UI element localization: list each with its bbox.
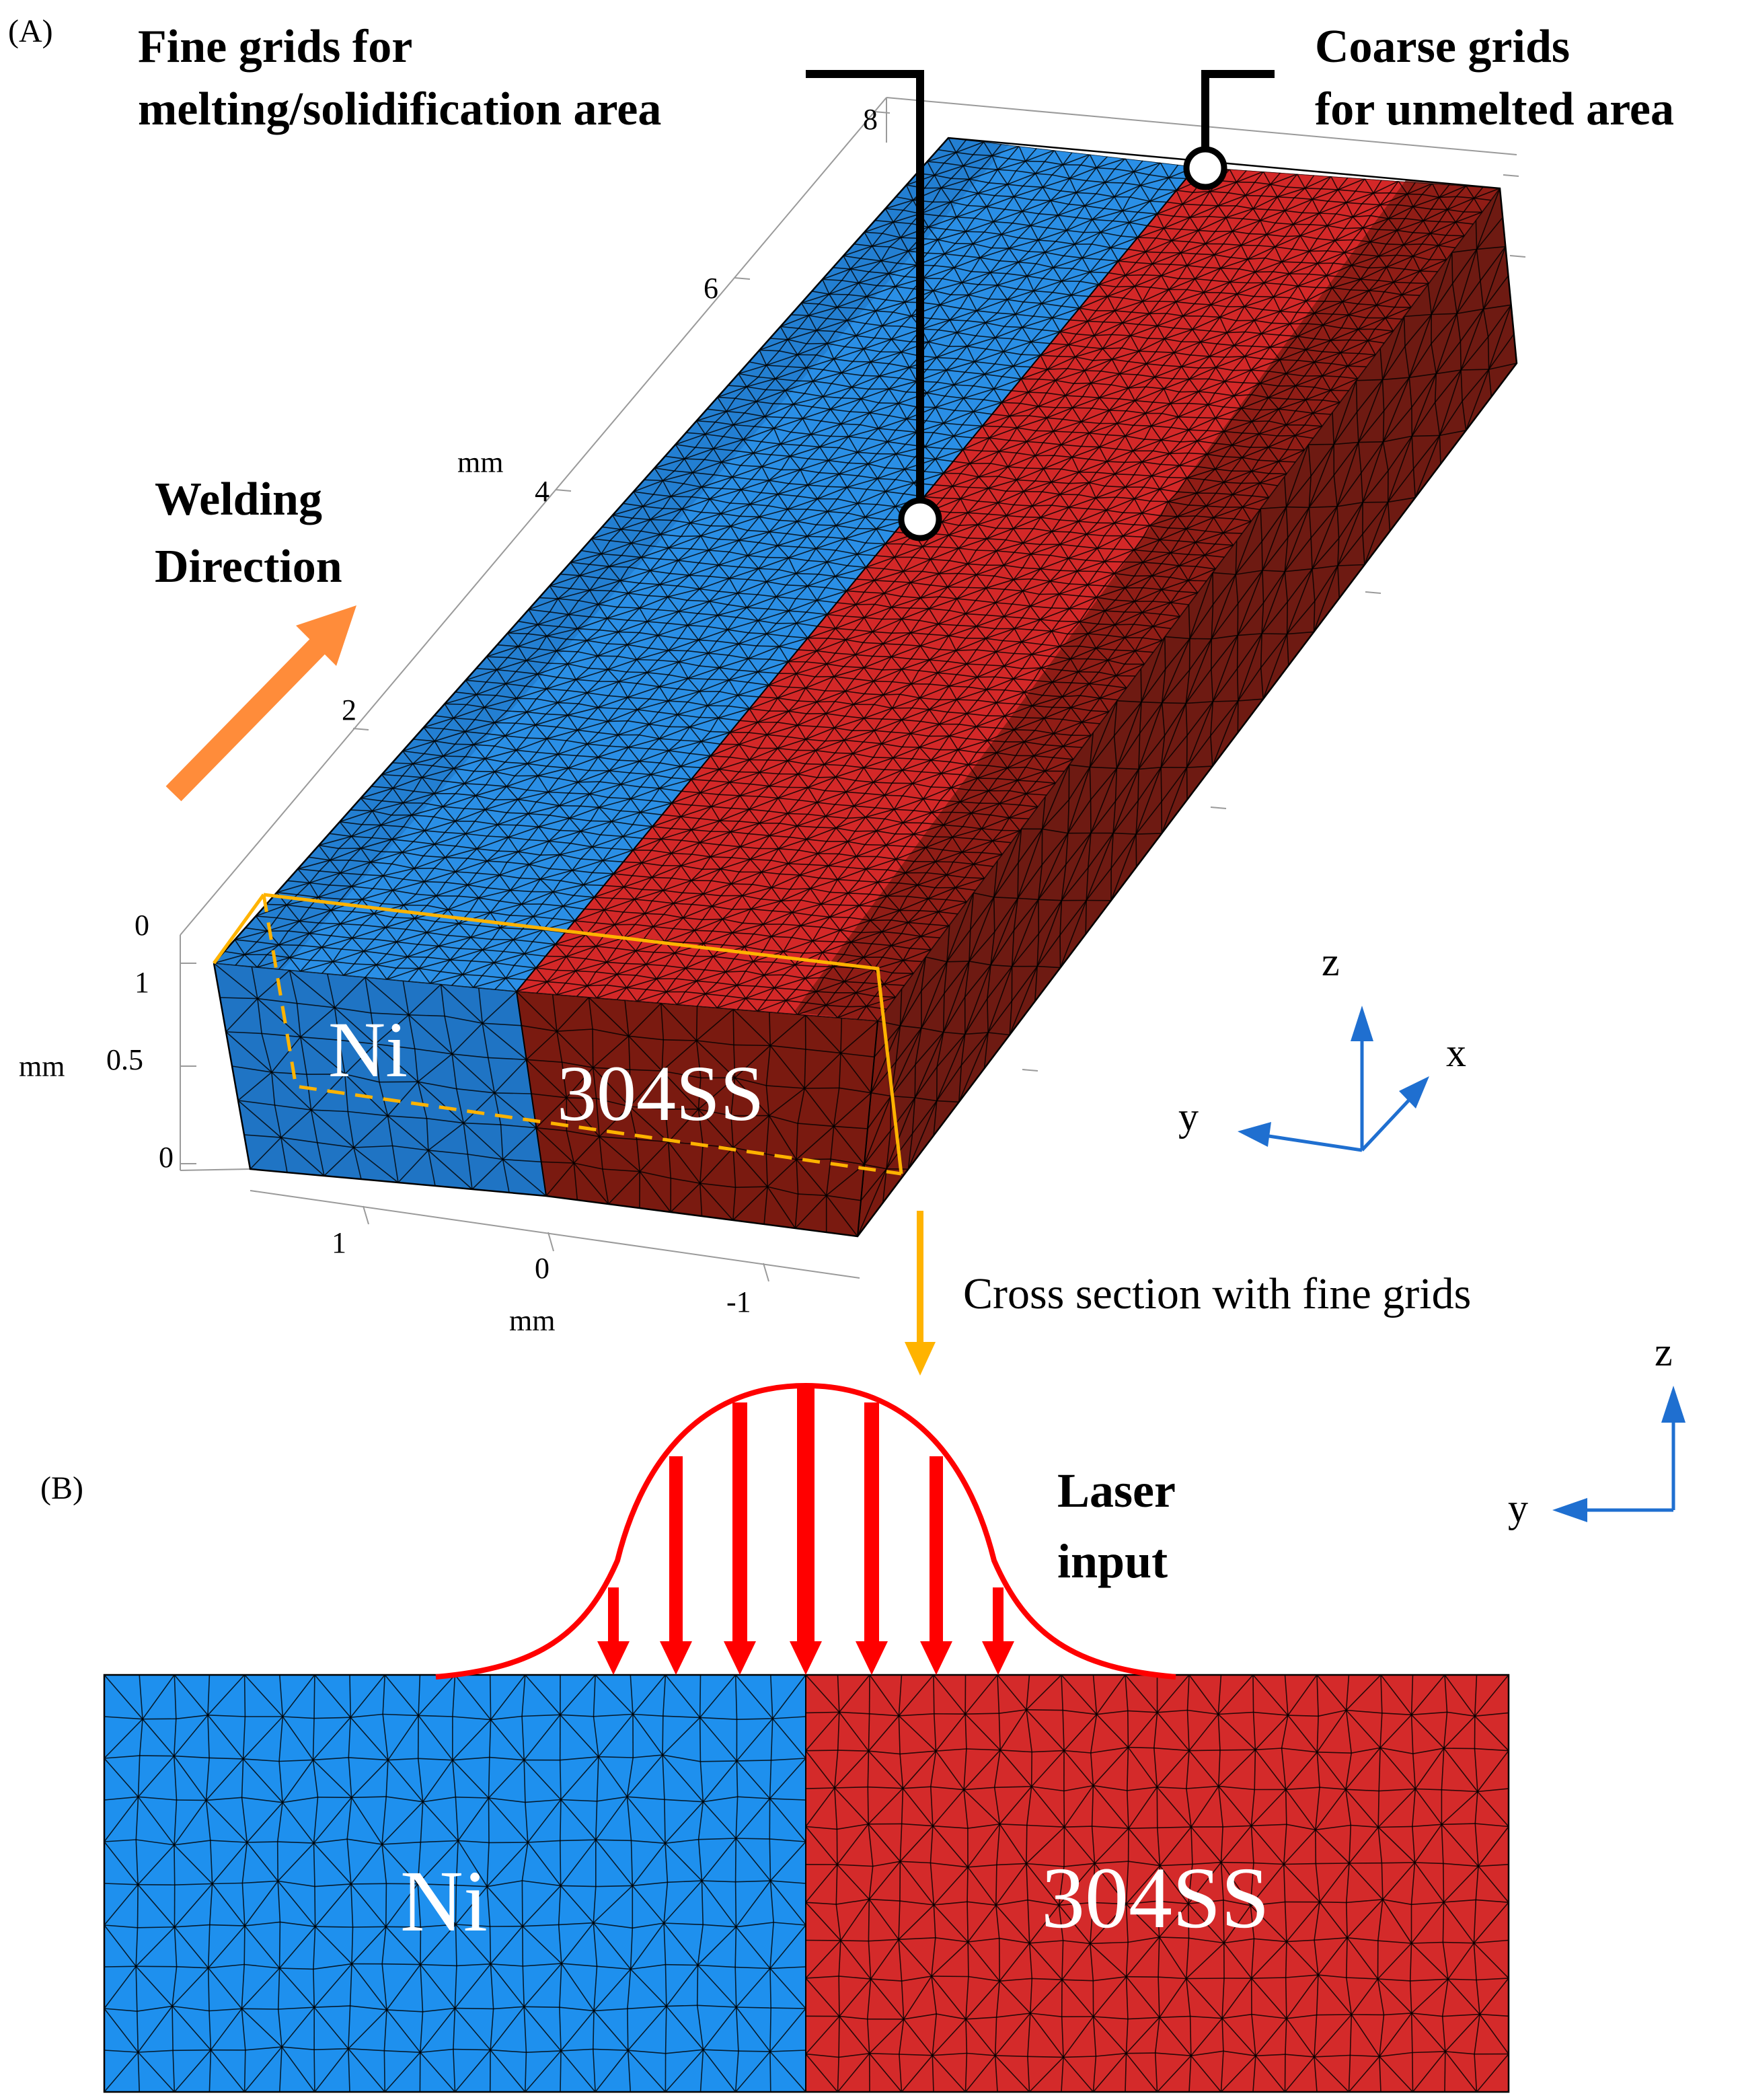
height-tick-0-top: 0	[135, 909, 149, 942]
callout-fine-grids: Fine grids for melting/solidification ar…	[138, 21, 942, 541]
callout-fine-line1: Fine grids for	[138, 21, 412, 73]
height-tick-0.5: 0.5	[106, 1043, 143, 1076]
callout-coarse-line2: for unmelted area	[1315, 83, 1674, 135]
material-label-ni-2d: Ni	[400, 1853, 488, 1950]
laser-input-label-line2: input	[1057, 1534, 1168, 1588]
length-tick-2: 2	[342, 693, 356, 726]
laser-arrow-head	[597, 1641, 630, 1675]
height-axis: 0 1 0.5 0 mm	[19, 909, 174, 1174]
laser-arrow-shaft	[993, 1587, 1003, 1648]
triad-3d-z-label: z	[1322, 940, 1340, 984]
length-axis-unit: mm	[457, 446, 503, 479]
width-axis-unit: mm	[509, 1304, 555, 1337]
triad-2d-z-label: z	[1655, 1330, 1673, 1374]
ss-coarse-band	[794, 180, 1500, 1021]
welding-direction: Welding Direction	[155, 474, 356, 802]
ni-front-face	[214, 963, 546, 1196]
length-tick-6: 6	[704, 272, 718, 305]
mesh-ss-2d	[806, 1675, 1509, 2092]
height-tick-1: 1	[135, 966, 149, 999]
panel-b-label: (B)	[40, 1470, 83, 1506]
length-tick-8: 8	[863, 103, 878, 136]
panel-a: (A)	[8, 13, 1674, 1376]
laser-arrow-shaft	[797, 1387, 815, 1648]
laser-arrow-shaft	[864, 1402, 879, 1648]
laser-arrow-shaft	[608, 1587, 619, 1648]
callout-coarse-line1: Coarse grids	[1315, 21, 1570, 73]
panel-b: (B) Ni 304SS Laser input z y	[40, 1330, 1686, 2093]
length-axis: 2 4 6 8 mm	[342, 103, 878, 726]
laser-arrow-head	[790, 1641, 822, 1675]
callout-fine-line2: melting/solidification area	[138, 83, 661, 135]
laser-arrow-shaft	[732, 1402, 747, 1648]
width-tick-1: 1	[332, 1226, 346, 1259]
laser-arrow-head	[920, 1641, 952, 1675]
triad-3d-x-label: x	[1446, 1030, 1466, 1075]
laser-gaussian-curve	[435, 1382, 1176, 1680]
mesh-ni-2d	[104, 1675, 806, 2092]
ss-top-face	[517, 167, 1500, 1021]
triad-2d-y-label: y	[1508, 1486, 1528, 1530]
welding-direction-arrow-head	[296, 605, 356, 666]
callout-coarse-leader	[1201, 70, 1275, 167]
cross-section-note: Cross section with fine grids	[963, 1269, 1471, 1318]
panel-a-label: (A)	[8, 13, 53, 49]
triad-3d: z x y	[1178, 940, 1466, 1152]
ss-cross-section	[806, 1675, 1509, 2092]
laser-arrow-head	[724, 1641, 756, 1675]
triad-3d-y-label: y	[1178, 1094, 1199, 1139]
callout-fine-leader	[806, 70, 924, 518]
height-tick-0-bottom: 0	[159, 1141, 174, 1174]
laser-input-label-line1: Laser	[1057, 1464, 1176, 1517]
material-label-304ss-3d: 304SS	[557, 1049, 764, 1137]
cross-section-outline	[212, 893, 903, 1176]
material-label-304ss-2d: 304SS	[1041, 1850, 1270, 1947]
width-tick-neg1: -1	[726, 1285, 751, 1318]
section-dashed-edge	[262, 894, 902, 1176]
laser-arrow-shaft	[669, 1456, 683, 1648]
ni-coarse-band	[214, 138, 1009, 970]
welding-direction-label-line1: Welding	[155, 474, 322, 525]
welding-direction-label-line2: Direction	[155, 541, 342, 593]
section-solid-left	[212, 893, 266, 965]
callout-fine-marker	[898, 497, 942, 541]
triad-2d: z y	[1508, 1330, 1686, 1530]
welding-direction-arrow-shaft	[165, 634, 330, 802]
mesh-ss-top	[517, 167, 1500, 1021]
material-label-ni-3d: Ni	[328, 1006, 408, 1094]
width-tick-0: 0	[535, 1252, 550, 1285]
length-tick-4: 4	[535, 475, 550, 508]
mesh-block	[213, 137, 1518, 1238]
width-axis: 1 0 -1 mm	[332, 1226, 751, 1337]
section-solid-edge	[263, 893, 903, 1174]
laser-arrow-head	[660, 1641, 692, 1675]
cross-section-arrow	[905, 1211, 936, 1376]
laser-arrow-head	[982, 1641, 1014, 1675]
laser-arrow-head	[856, 1641, 888, 1675]
ni-top-face	[214, 138, 1196, 991]
laser-input-profile	[435, 1382, 1176, 1680]
plot-box	[180, 97, 1526, 1282]
callout-coarse-marker	[1183, 146, 1227, 190]
callout-coarse-grids: Coarse grids for unmelted area	[1183, 21, 1674, 190]
laser-arrow-shaft	[930, 1456, 943, 1648]
height-axis-unit: mm	[19, 1050, 65, 1083]
